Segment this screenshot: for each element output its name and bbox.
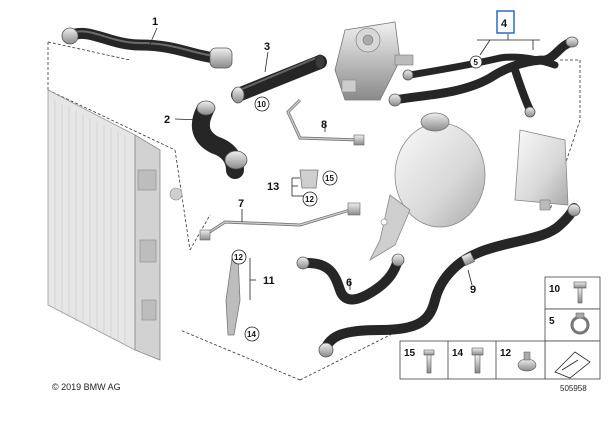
- svg-text:15: 15: [325, 174, 334, 183]
- bracket-part-11: [225, 257, 241, 336]
- label-part-4: 4: [501, 18, 508, 30]
- callout-14: 14: [244, 326, 260, 342]
- legend-bottom-row: [399, 340, 546, 380]
- pipe-part-7: [199, 202, 361, 241]
- legend-label-12: 12: [500, 348, 512, 359]
- callout-5-top: 5: [469, 55, 483, 69]
- hose-part-6: [296, 253, 405, 305]
- clip-icon: [517, 351, 537, 372]
- svg-text:5: 5: [474, 58, 479, 67]
- radiator: [47, 89, 183, 361]
- hose-part-3: [231, 54, 327, 104]
- label-part-11: 11: [263, 275, 275, 287]
- label-part-6: 6: [346, 277, 352, 289]
- copyright-text: © 2019 BMW AG: [52, 382, 121, 392]
- highlight-box: [496, 10, 515, 34]
- legend-cell-10: [544, 276, 601, 310]
- label-part-1: 1: [152, 16, 158, 28]
- parts-legend: 10 5 15 14 12: [399, 276, 601, 380]
- callout-12-lower: 12: [231, 249, 247, 265]
- bracket-part-13: [299, 169, 319, 189]
- hose-part-4: [388, 36, 579, 118]
- screw-icon: [423, 349, 435, 374]
- label-part-7: 7: [238, 198, 244, 210]
- legend-label-15: 15: [404, 348, 416, 359]
- elbow-hose-part-2: [191, 100, 248, 179]
- label-part-13: 13: [267, 181, 279, 193]
- expansion-tank: [369, 112, 486, 262]
- label-part-8: 8: [321, 119, 327, 131]
- callout-10: 10: [254, 96, 270, 112]
- label-part-2: 2: [164, 114, 170, 126]
- legend-label-14: 14: [452, 348, 464, 359]
- clamp-icon: [570, 312, 590, 335]
- thermostat-housing: [334, 21, 414, 101]
- callout-12-upper: 12: [302, 191, 318, 207]
- hose-part-9: [318, 203, 581, 358]
- stud-icon: [471, 347, 484, 374]
- reference-number: 505958: [560, 384, 587, 393]
- callout-15: 15: [322, 170, 338, 186]
- leader-lines: [149, 27, 540, 300]
- svg-text:14: 14: [247, 330, 256, 339]
- pipe-part-8: [286, 98, 365, 146]
- side-reservoir: [514, 129, 569, 211]
- label-part-9: 9: [470, 284, 476, 296]
- svg-text:12: 12: [305, 195, 314, 204]
- bolt-icon: [573, 281, 587, 304]
- label-part-3: 3: [264, 41, 270, 53]
- upper-hose-part-1: [61, 27, 233, 69]
- svg-text:12: 12: [234, 253, 243, 262]
- svg-text:10: 10: [257, 100, 266, 109]
- parts-symbol-icon: [554, 351, 591, 379]
- legend-label-10: 10: [549, 284, 561, 295]
- legend-label-5: 5: [549, 316, 555, 327]
